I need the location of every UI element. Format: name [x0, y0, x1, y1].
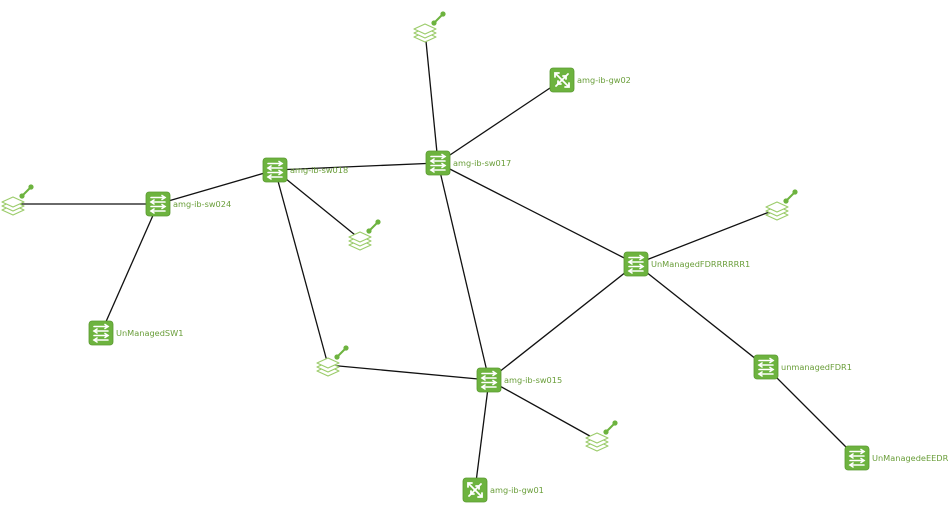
node-label: unmanagedFDR1: [781, 362, 852, 372]
switch-icon-body: [753, 354, 779, 380]
host-stack-icon: [348, 231, 372, 251]
node-gw02[interactable]: amg-ib-gw02: [549, 67, 631, 93]
host-stack-icon: [765, 201, 789, 221]
switch-arrows-icon: [757, 357, 775, 377]
node-sw015[interactable]: amg-ib-sw015: [476, 367, 562, 393]
node-sw017[interactable]: amg-ib-sw017: [425, 150, 511, 176]
node-h2[interactable]: [1, 184, 34, 216]
node-label: amg-ib-sw017: [453, 158, 511, 168]
link-fdr-unfdr1: [635, 263, 767, 368]
router-cross-arrows-icon: [554, 72, 570, 88]
host-stack-icon: [585, 432, 609, 452]
switch-icon-body: [623, 251, 649, 277]
node-unsw1[interactable]: UnManagedSW1: [88, 320, 183, 346]
router-cross-arrows-icon: [467, 482, 483, 498]
node-h4[interactable]: [316, 345, 349, 377]
link-sw018-h3: [274, 169, 361, 240]
node-fdr[interactable]: UnManagedFDRRRRRR1: [623, 251, 750, 277]
link-h4-sw015: [327, 364, 490, 381]
links-layer: [13, 30, 858, 491]
link-sw018-sw017: [274, 162, 439, 171]
switch-arrows-icon: [92, 323, 110, 343]
node-label: amg-ib-sw015: [504, 375, 562, 385]
link-sw015-h6: [488, 379, 598, 441]
switch-icon-body: [145, 191, 171, 217]
node-label: amg-ib-gw01: [490, 485, 544, 495]
node-sw024[interactable]: amg-ib-sw024: [145, 191, 231, 217]
switch-icon-body: [262, 157, 288, 183]
node-label: UnManagedFDRRRRRR1: [651, 259, 750, 269]
node-label: amg-ib-gw02: [577, 75, 631, 85]
switch-arrows-icon: [429, 153, 447, 173]
link-fdr-sw015: [488, 263, 637, 381]
node-unfdr1[interactable]: unmanagedFDR1: [753, 354, 852, 380]
nodes-layer: amg-ib-sw017 amg-ib-gw02 amg-ib-sw018 amg-i…: [1, 11, 949, 503]
link-sw015-gw01: [474, 379, 490, 491]
link-fdr-h5: [635, 208, 778, 265]
host-stack-icon: [1, 196, 25, 216]
link-sw017-sw015: [437, 162, 490, 381]
link-arrow-icon: [19, 184, 34, 199]
node-gw01[interactable]: amg-ib-gw01: [462, 477, 544, 503]
link-sw024-unsw1: [100, 203, 159, 334]
host-stack-icon: [413, 23, 437, 43]
link-arrow-icon: [603, 420, 618, 435]
node-eedr[interactable]: UnManagedeEEDR: [844, 445, 949, 471]
link-arrow-icon: [334, 345, 349, 360]
host-stack-icon: [316, 357, 340, 377]
link-arrow-icon: [431, 11, 446, 26]
switch-icon-body: [88, 320, 114, 346]
link-sw018-h4: [274, 169, 329, 366]
switch-icon-body: [844, 445, 870, 471]
switch-arrows-icon: [266, 160, 284, 180]
node-h5[interactable]: [765, 189, 798, 221]
link-h1-sw017: [424, 30, 439, 164]
link-sw024-sw018: [157, 169, 276, 205]
link-arrow-icon: [366, 219, 381, 234]
switch-arrows-icon: [627, 254, 645, 274]
node-label: UnManagedeEEDR: [872, 453, 949, 463]
link-unfdr1-eedr: [765, 366, 858, 459]
link-arrow-icon: [783, 189, 798, 204]
switch-arrows-icon: [848, 448, 866, 468]
node-label: amg-ib-sw018: [290, 165, 348, 175]
switch-arrows-icon: [480, 370, 498, 390]
node-h1[interactable]: [413, 11, 446, 43]
switch-icon-body: [425, 150, 451, 176]
link-sw017-fdr: [437, 162, 637, 265]
node-h3[interactable]: [348, 219, 381, 251]
node-h6[interactable]: [585, 420, 618, 452]
node-label: amg-ib-sw024: [173, 199, 231, 209]
node-label: UnManagedSW1: [116, 328, 183, 338]
link-sw017-gw02: [437, 79, 563, 164]
node-sw018[interactable]: amg-ib-sw018: [262, 157, 348, 183]
switch-arrows-icon: [149, 194, 167, 214]
switch-icon-body: [476, 367, 502, 393]
